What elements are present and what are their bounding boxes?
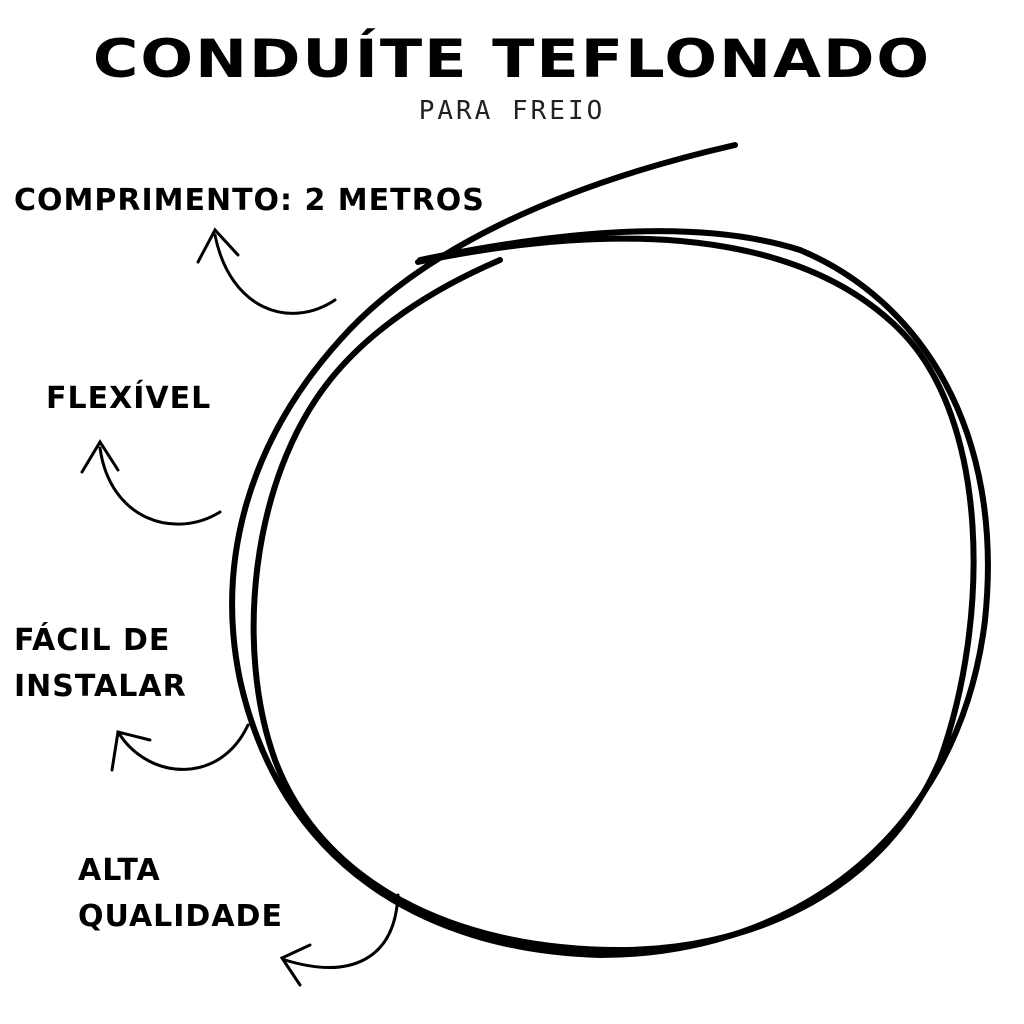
- conduit-cable: [229, 142, 991, 959]
- feature-length: COMPRIMENTO: 2 METROS: [14, 183, 485, 218]
- arrow-icon: [80, 439, 222, 526]
- feature-quality-line2: QUALIDADE: [78, 899, 283, 934]
- arrows: [80, 227, 400, 987]
- page-subtitle: PARA FREIO: [418, 96, 606, 126]
- arrow-icon: [110, 723, 250, 772]
- page-title: CONDUÍTE TEFLONADO: [92, 27, 932, 90]
- feature-quality-line1: ALTA: [78, 853, 161, 888]
- feature-easy-install-line1: FÁCIL DE: [14, 623, 171, 658]
- arrow-icon: [196, 227, 337, 315]
- feature-quality: ALTA QUALIDADE: [78, 848, 283, 940]
- feature-flexible: FLEXÍVEL: [46, 381, 212, 416]
- arrow-icon: [279, 893, 400, 987]
- feature-easy-install-line2: INSTALAR: [14, 669, 187, 704]
- feature-easy-install: FÁCIL DE INSTALAR: [14, 618, 187, 710]
